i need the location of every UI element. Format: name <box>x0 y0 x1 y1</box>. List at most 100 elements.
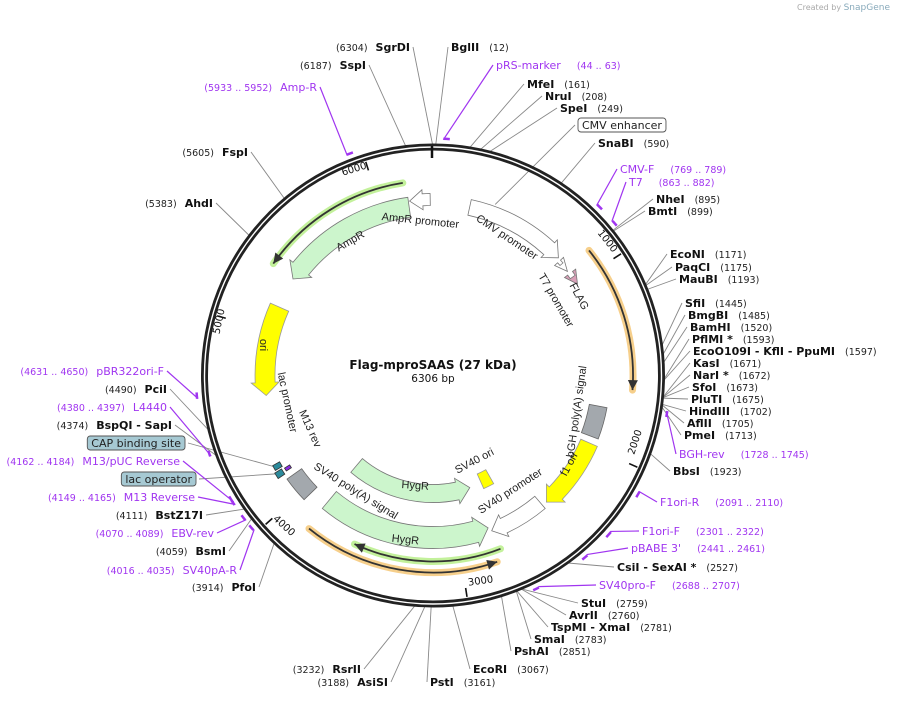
primer-prs-marker[interactable]: pRS-marker(44 .. 63) <box>496 59 621 72</box>
site-label: AflII(1705) <box>687 417 753 430</box>
site-rsrii[interactable]: (3232)RsrII <box>293 663 361 676</box>
leader-line <box>198 473 280 480</box>
site-bamhi[interactable]: BamHI(1520) <box>690 321 772 334</box>
enzyme-name: SnaBI <box>598 137 634 150</box>
site-pluti[interactable]: PluTI(1675) <box>691 393 764 406</box>
primer-mark <box>611 220 618 227</box>
primer-name: pBABE 3' <box>631 542 681 555</box>
feature-lac-operator[interactable]: lac operator <box>120 471 197 487</box>
leader-line <box>435 46 449 145</box>
site-paqci[interactable]: PaqCI(1175) <box>675 261 752 274</box>
site-tspmi-xmai[interactable]: TspMI - XmaI(2781) <box>551 621 672 634</box>
leader-line <box>489 107 558 152</box>
site-aflii[interactable]: AflII(1705) <box>687 417 753 430</box>
feature-label-ampr-promoter: AmpR promoter <box>381 211 460 231</box>
site-nrui[interactable]: NruI(208) <box>545 90 607 103</box>
leader-line <box>363 605 416 670</box>
site-sfii[interactable]: SfiI(1445) <box>685 297 747 310</box>
primer-sv40pa-r[interactable]: (4016 .. 4035)SV40pA-R <box>107 564 238 577</box>
site-pmei[interactable]: PmeI(1713) <box>684 429 757 442</box>
site-bmti[interactable]: BmtI(899) <box>648 205 713 218</box>
site-position: (4070 .. 4089) <box>96 529 164 540</box>
leader-line <box>645 253 668 285</box>
site-asisi[interactable]: (3188)AsiSI <box>318 676 388 689</box>
leader-line <box>469 83 525 148</box>
site-position: (3914) <box>192 583 224 594</box>
primer-pbr322ori-f[interactable]: (4631 .. 4650)pBR322ori-F <box>20 365 164 378</box>
site-label: NruI(208) <box>545 90 607 103</box>
leader-line <box>538 584 597 588</box>
site-position: (5933 .. 5952) <box>204 83 272 94</box>
site-sfoi[interactable]: SfoI(1673) <box>692 381 758 394</box>
feature-shapes <box>250 179 638 577</box>
site-econi[interactable]: EcoNI(1171) <box>670 248 746 261</box>
leader-line <box>662 314 686 355</box>
feature-label-hygr: HygR <box>391 533 420 548</box>
site-position: (2760) <box>608 611 640 622</box>
site-label: MauBI(1193) <box>679 273 759 286</box>
site-avrii[interactable]: AvrII(2760) <box>569 609 640 622</box>
site-hindiii[interactable]: HindIII(1702) <box>689 405 772 418</box>
site-bmgbi[interactable]: BmgBI(1485) <box>688 309 770 322</box>
enzyme-name: SfiI <box>685 297 705 310</box>
enzyme-name: EcoNI <box>670 248 705 261</box>
site-bstz17i[interactable]: (4111)BstZ17I <box>116 509 203 522</box>
site-psti[interactable]: PstI(3161) <box>430 676 495 689</box>
site-fspi[interactable]: (5605)FspI <box>182 146 248 159</box>
primer-bgh-rev[interactable]: BGH-rev(1728 .. 1745) <box>679 448 809 461</box>
site-position: (2759) <box>616 599 648 610</box>
site-mfei[interactable]: MfeI(161) <box>527 78 590 91</box>
enzyme-name: MfeI <box>527 78 554 91</box>
leader-line <box>258 543 275 588</box>
feature-cap-binding-site[interactable]: CAP binding site <box>86 435 186 451</box>
site-ecoo109i-kfli-ppumi[interactable]: EcoO109I - KflI - PpuMI(1597) <box>693 345 877 358</box>
primer-f1ori-r[interactable]: F1ori-R(2091 .. 2110) <box>660 496 783 509</box>
leader-line <box>426 606 432 683</box>
site-bsmi[interactable]: (4059)BsmI <box>156 545 226 558</box>
site-smai[interactable]: SmaI(2783) <box>534 633 607 646</box>
site-bspqi-sapi[interactable]: (4374)BspQI - SapI <box>57 419 172 432</box>
primer-t7[interactable]: T7(863 .. 882) <box>628 176 714 189</box>
watermark-prefix: Created by <box>797 3 842 12</box>
primer-cmv-f[interactable]: CMV-F(769 .. 789) <box>620 163 726 176</box>
site-kasi[interactable]: KasI(1671) <box>693 357 761 370</box>
site-sgrdi[interactable]: (6304)SgrDI <box>336 41 410 54</box>
m13-rev-box <box>283 464 292 472</box>
site-ahdi[interactable]: (5383)AhdI <box>145 197 213 210</box>
site-stui[interactable]: StuI(2759) <box>581 597 648 610</box>
primer-sv40pro-f[interactable]: SV40pro-F (2688 .. 2707) <box>599 579 740 592</box>
site-bglii[interactable]: BglII(12) <box>451 41 509 54</box>
site-maubi[interactable]: MauBI(1193) <box>679 273 759 286</box>
site-nari[interactable]: NarI *(1672) <box>693 369 770 382</box>
site-label: NheI(895) <box>656 193 720 206</box>
primer-name: EBV-rev <box>171 527 214 540</box>
site-nhei[interactable]: NheI(895) <box>656 193 720 206</box>
site-label: F1ori-R(2091 .. 2110) <box>660 496 783 509</box>
primer-l4440[interactable]: (4380 .. 4397)L4440 <box>57 401 167 414</box>
enzyme-name: BamHI <box>690 321 731 334</box>
site-bbsi[interactable]: BbsI(1923) <box>673 465 742 478</box>
primer-f1ori-f[interactable]: F1ori-F(2301 .. 2322) <box>642 525 764 538</box>
primer-name: pRS-marker <box>496 59 561 72</box>
primer-ebv-rev[interactable]: (4070 .. 4089) EBV-rev <box>96 527 215 540</box>
primer-amp-r[interactable]: (5933 .. 5952)Amp-R <box>204 81 317 94</box>
site-spei[interactable]: SpeI(249) <box>560 102 623 115</box>
site-position: (2688 .. 2707) <box>672 581 740 592</box>
feature-cmv-enhancer[interactable]: CMV enhancer <box>577 117 667 133</box>
site-pshai[interactable]: PshAI(2851) <box>514 645 590 658</box>
tick-mark <box>464 587 468 598</box>
site-pfoi[interactable]: (3914)PfoI <box>192 581 256 594</box>
primer-m13-puc-reverse[interactable]: (4162 .. 4184)M13/pUC Reverse <box>7 455 181 468</box>
site-sspi[interactable]: (6187)SspI <box>300 59 366 72</box>
site-csii-sexai[interactable]: CsiI - SexAI *(2527) <box>617 561 738 574</box>
leader-line <box>494 124 576 205</box>
primer-pbabe-3[interactable]: pBABE 3'(2441 .. 2461) <box>631 542 765 555</box>
site-ecori[interactable]: EcoRI(3067) <box>473 663 549 676</box>
site-snabi[interactable]: SnaBI(590) <box>598 137 669 150</box>
site-pcii[interactable]: (4490)PciI <box>105 383 167 396</box>
site-pflmi[interactable]: PflMI *(1593) <box>692 333 774 346</box>
site-position: (208) <box>582 92 608 103</box>
primer-m13-reverse[interactable]: (4149 .. 4165)M13 Reverse <box>48 491 195 504</box>
primer-name: SV40pro-F <box>599 579 656 592</box>
feature-box <box>120 471 197 487</box>
